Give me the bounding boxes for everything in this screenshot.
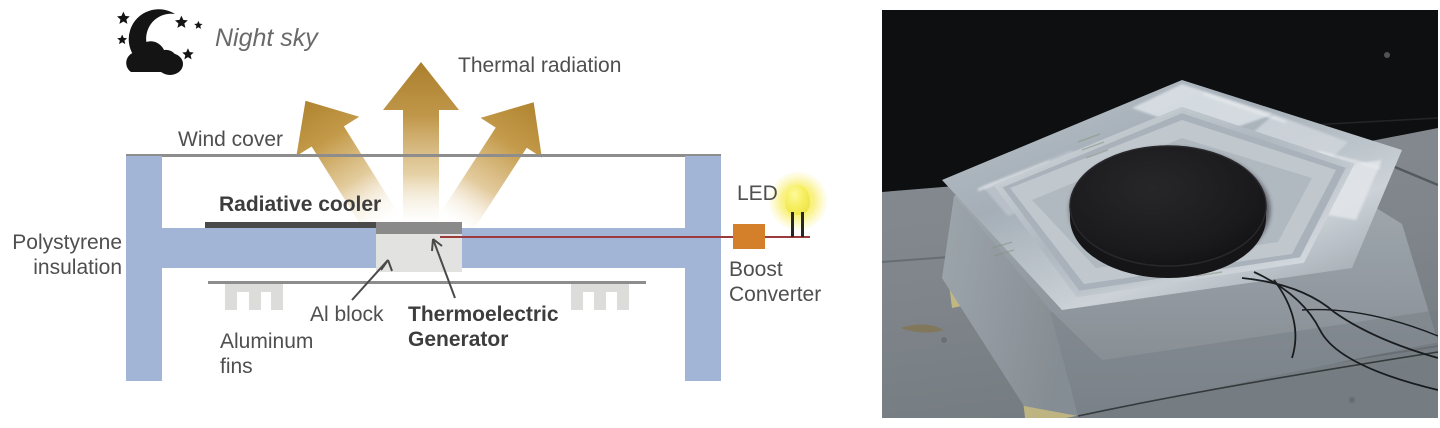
radiative-cooler-label: Radiative cooler [219, 193, 382, 216]
night-sky-icon [113, 6, 205, 78]
thermoelectric-generator-shape [376, 222, 462, 234]
polystyrene-insulation-label: Polystyrene insulation [12, 231, 122, 279]
aluminum-fin [271, 284, 283, 310]
polystyrene-shelf-left-lower [162, 248, 386, 268]
aluminum-fins-label: Aluminum fins [220, 330, 314, 378]
wind-cover-line [126, 154, 721, 157]
wind-cover-label: Wind cover [178, 128, 284, 151]
radiative-cooler-bar [205, 222, 440, 228]
polystyrene-shelf-left [162, 228, 386, 248]
prototype-photograph [882, 10, 1438, 418]
aluminum-fin [594, 284, 606, 310]
polystyrene-shelf-right [462, 228, 685, 248]
aluminum-fin [225, 284, 237, 310]
led-label: LED [737, 182, 778, 205]
led-leg [791, 212, 794, 237]
fin-base-plate [208, 281, 646, 284]
polystyrene-left-wall [126, 156, 162, 381]
polystyrene-shelf-right-lower [462, 248, 685, 268]
boost-converter-label: Boost Converter [729, 258, 822, 306]
thermal-radiation-label: Thermal radiation [458, 54, 622, 77]
output-wire [440, 236, 735, 238]
aluminum-fin [617, 284, 629, 310]
polystyrene-right-wall [685, 156, 721, 381]
led-bulb [785, 185, 810, 215]
led-wire [765, 236, 810, 238]
al-block-label: Al block [310, 303, 384, 326]
schematic-panel: Night sky [12, 6, 827, 381]
thermoelectric-generator-label: Thermoelectric Generator [408, 303, 559, 351]
led-leg [801, 212, 804, 237]
night-sky-label: Night sky [215, 24, 318, 52]
aluminum-fin [571, 284, 583, 310]
aluminum-fin [249, 284, 261, 310]
boost-converter-shape [733, 224, 765, 249]
